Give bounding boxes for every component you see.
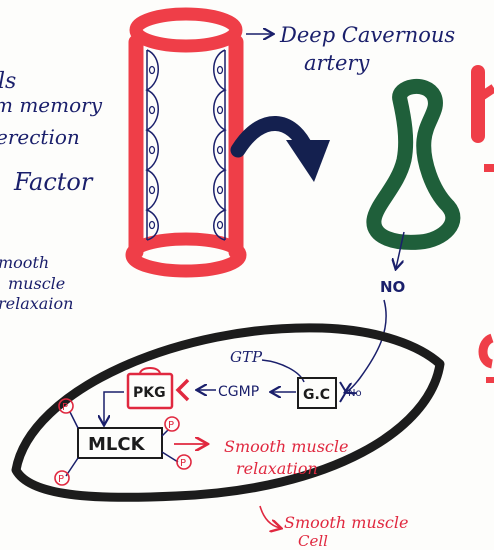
note-line-1: ls	[0, 69, 16, 94]
note-line-4: Factor	[13, 168, 94, 196]
cell-label: Smooth muscle Cell	[260, 506, 408, 550]
note-line-3: erection	[0, 125, 80, 149]
phospho-4: P	[180, 458, 186, 469]
artery-icon	[132, 14, 240, 271]
phospho-2: P	[58, 474, 64, 485]
left-notes: ls m memory erection Factor mooth muscle…	[0, 69, 103, 313]
gc-label: G.C	[303, 387, 330, 403]
relax-line1: Smooth muscle	[224, 437, 348, 456]
pathway: GTP G.C No CGMP PKG MLCK P P P P	[55, 348, 362, 485]
cell-label-line1: Smooth muscle	[284, 513, 408, 532]
phospho-1: P	[62, 402, 68, 413]
note-relaxaion: relaxaion	[0, 294, 73, 313]
cgmp-label: CGMP	[218, 384, 259, 400]
relax-line2: relaxation	[236, 459, 318, 478]
note-smooth: mooth	[0, 253, 49, 272]
note-line-2: m memory	[0, 93, 103, 117]
no-label: NO	[380, 278, 405, 296]
artery-label: Deep Cavernous artery	[246, 23, 455, 75]
artery-label-line2: artery	[304, 51, 370, 75]
curved-arrow-icon	[238, 123, 330, 182]
note-muscle: muscle	[8, 274, 65, 293]
endothelial-cell-icon	[374, 86, 453, 242]
artery-label-line1: Deep Cavernous	[279, 23, 455, 47]
right-edge-marks	[478, 72, 494, 380]
no-release: NO	[346, 232, 405, 392]
cell-label-line2: Cell	[298, 532, 328, 550]
gtp-label: GTP	[230, 348, 263, 366]
no-bound-label: No	[348, 388, 362, 399]
pkg-label: PKG	[133, 385, 166, 401]
phospho-3: P	[168, 420, 174, 431]
mlck-label: MLCK	[88, 434, 146, 455]
